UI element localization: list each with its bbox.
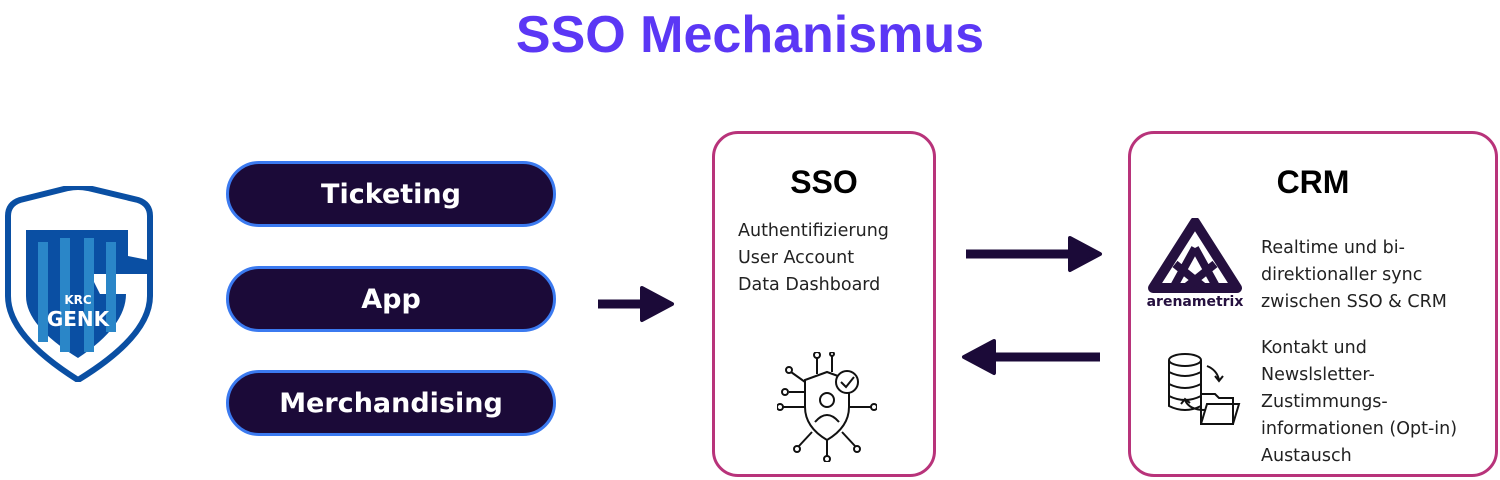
svg-text:GENK: GENK	[47, 307, 111, 331]
arrow-left-icon	[962, 339, 1100, 375]
svg-text:KRC: KRC	[64, 293, 92, 307]
crm-line: Zustimmungs-	[1261, 392, 1388, 412]
channel-merchandising: Merchandising	[226, 370, 556, 436]
crm-line: Realtime und bi-	[1261, 238, 1405, 258]
crm-sync-text: Realtime und bi- direktionaller sync zwi…	[1261, 235, 1447, 316]
crm-line: direktionaller sync	[1261, 265, 1423, 285]
crm-title: CRM	[1276, 164, 1350, 200]
crm-line: informationen (Opt-in)	[1261, 419, 1458, 439]
crm-line: zwischen SSO & CRM	[1261, 292, 1447, 312]
crm-line: Newslsletter-	[1261, 365, 1375, 385]
arrow-right-icon	[966, 236, 1102, 272]
channel-ticketing: Ticketing	[226, 161, 556, 227]
security-user-network-icon	[777, 352, 877, 462]
sso-line: User Account	[738, 248, 855, 268]
page-title: SSO Mechanismus	[515, 6, 985, 64]
sso-title: SSO	[790, 164, 858, 200]
crm-optin-text: Kontakt und Newslsletter- Zustimmungs- i…	[1261, 335, 1457, 470]
crm-line: Kontakt und	[1261, 338, 1367, 358]
channel-app: App	[226, 266, 556, 332]
crm-line: Austausch	[1261, 446, 1352, 466]
database-folder-sync-icon	[1168, 353, 1241, 425]
sso-box: SSO Authentifizierung User Account Data …	[712, 131, 936, 477]
arrow-right-icon	[598, 286, 674, 322]
krc-genk-logo: KRC GENK	[5, 186, 153, 382]
crm-box: CRM arenametrix Realtime und bi- direkti…	[1128, 131, 1498, 477]
sso-line: Authentifizierung	[738, 221, 889, 241]
arenametrix-wordmark: arenametrix	[1147, 294, 1244, 310]
sso-lines: Authentifizierung User Account Data Dash…	[738, 218, 889, 299]
sso-line: Data Dashboard	[738, 275, 881, 295]
arenametrix-logo: arenametrix	[1147, 218, 1244, 310]
